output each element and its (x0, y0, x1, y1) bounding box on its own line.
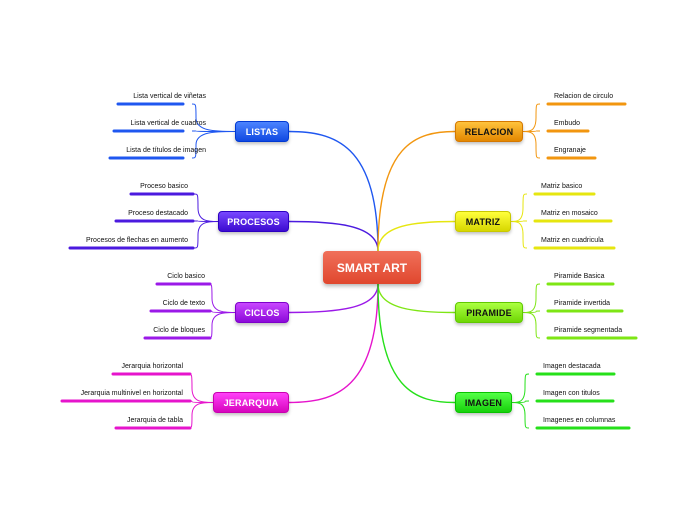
leaf-ciclos-1[interactable]: Ciclo basico (167, 273, 205, 280)
leaf-listas-1[interactable]: Lista vertical de viñetas (133, 93, 206, 100)
connector-ciclos (288, 283, 379, 314)
leaf-imagen-2[interactable]: Imagen con titulos (543, 390, 600, 397)
leaf-listas-2[interactable]: Lista vertical de cuadros (130, 120, 206, 127)
branch-ciclos[interactable]: CICLOS (235, 302, 289, 323)
bracket-relacion-1 (522, 103, 541, 132)
leaf-jerarquia-1[interactable]: Jerarquia horizontal (121, 363, 183, 370)
branch-procesos[interactable]: PROCESOS (218, 211, 289, 232)
branch-matriz[interactable]: MATRIZ (455, 211, 511, 232)
leaf-procesos-1[interactable]: Proceso basico (140, 183, 188, 190)
bracket-listas-3 (191, 131, 236, 159)
connector-procesos (288, 220, 379, 252)
bracket-imagen-1 (511, 373, 530, 403)
leaf-piramide-2[interactable]: Piramide invertida (554, 300, 611, 307)
leaf-imagen-1[interactable]: Imagen destacada (543, 363, 601, 370)
leaf-relacion-2[interactable]: Embudo (554, 120, 581, 127)
bracket-matriz-3 (510, 221, 528, 249)
bracket-ciclos-3 (207, 312, 236, 339)
leaf-piramide-1[interactable]: Piramide Basica (554, 273, 605, 280)
leaf-matriz-2[interactable]: Matriz en mosaico (541, 210, 598, 217)
leaf-procesos-3[interactable]: Procesos de flechas en aumento (86, 237, 188, 244)
leaf-jerarquia-3[interactable]: Jerarquia de tabla (126, 417, 183, 424)
bracket-jerarquia-3 (187, 402, 214, 429)
branch-listas[interactable]: LISTAS (235, 121, 289, 142)
connector-piramide (377, 283, 456, 314)
leaf-imagen-3[interactable]: Imagenes en columnas (543, 417, 616, 424)
leaf-matriz-1[interactable]: Matriz basico (541, 183, 583, 190)
leaf-jerarquia-2[interactable]: Jerarquia multinivel en horizontal (80, 390, 183, 397)
branch-relacion[interactable]: RELACION (455, 121, 523, 142)
leaf-piramide-3[interactable]: Piramide segmentada (554, 327, 623, 334)
central-topic[interactable]: SMART ART (323, 251, 421, 284)
bracket-procesos-1 (193, 193, 219, 222)
bracket-ciclos-1 (207, 283, 236, 313)
bracket-matriz-1 (510, 193, 528, 222)
connector-listas (288, 130, 379, 252)
leaf-relacion-1[interactable]: Relacion de circulo (554, 93, 614, 100)
connector-jerarquia (288, 283, 379, 404)
bracket-imagen-3 (511, 402, 530, 429)
bracket-piramide-3 (522, 312, 541, 339)
connector-imagen (377, 283, 456, 404)
leaf-procesos-2[interactable]: Proceso destacado (128, 210, 188, 217)
leaf-ciclos-3[interactable]: Ciclo de bloques (153, 327, 205, 334)
branch-imagen[interactable]: IMAGEN (455, 392, 512, 413)
leaf-ciclos-2[interactable]: Ciclo de texto (162, 300, 205, 307)
bracket-procesos-3 (193, 221, 219, 249)
bracket-relacion-3 (522, 131, 541, 159)
leaf-listas-3[interactable]: Lista de títulos de imagen (126, 147, 206, 154)
connector-matriz (377, 220, 456, 252)
bracket-jerarquia-1 (187, 373, 214, 403)
branch-piramide[interactable]: PIRAMIDE (455, 302, 523, 323)
branch-jerarquia[interactable]: JERARQUIA (213, 392, 289, 413)
bracket-piramide-1 (522, 283, 541, 313)
connector-relacion (377, 130, 456, 252)
leaf-matriz-3[interactable]: Matriz en cuadricula (541, 237, 604, 244)
leaf-relacion-3[interactable]: Engranaje (554, 147, 586, 154)
